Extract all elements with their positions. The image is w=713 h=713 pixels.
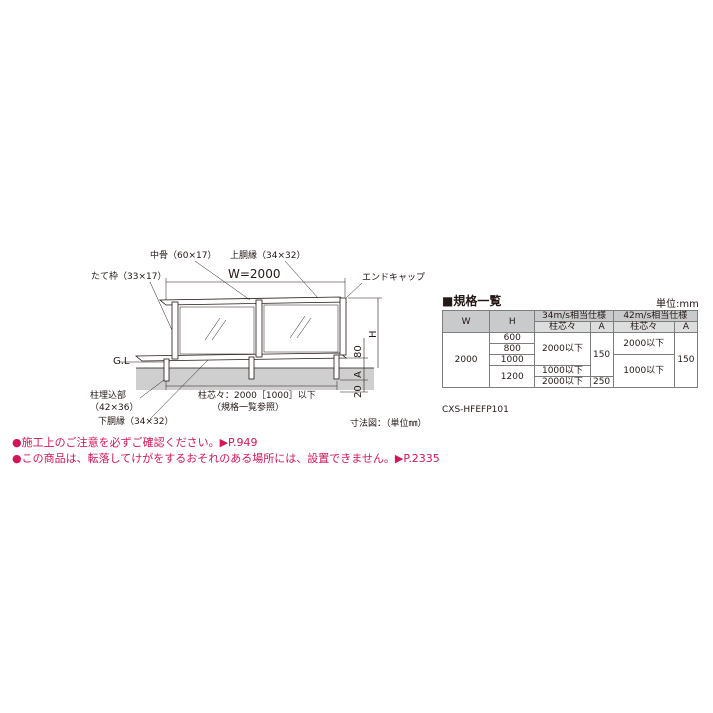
fall-warning-note: ●この商品は、転落してけがをするおそれのある場所には、設置できません。▶P.23… xyxy=(12,452,440,465)
table-cell: 800 xyxy=(489,343,536,355)
table-cell: 柱芯々 xyxy=(612,321,675,333)
leader xyxy=(149,281,173,331)
spec-table-unit: 単位:mm xyxy=(656,299,699,310)
post-size-label: （42×36） xyxy=(90,402,138,413)
right-frame xyxy=(339,297,347,356)
end-cap-label: エンドキャップ xyxy=(362,272,425,283)
leader xyxy=(149,359,209,420)
table-cell: A xyxy=(589,321,614,333)
table-row: 1000 1000以下 xyxy=(443,354,698,388)
table-cell: 150 xyxy=(673,332,699,388)
table-cell: 2000以下 xyxy=(534,376,591,388)
post xyxy=(248,356,255,380)
glass-reflection xyxy=(211,319,227,341)
caution-note: ●施工上のご注意を必ずご確認ください。▶P.949 xyxy=(12,436,258,449)
table-cell: 150 xyxy=(589,332,614,377)
dim-a-label: A xyxy=(353,371,364,378)
glass-reflection xyxy=(289,315,306,339)
table-cell: 1000 xyxy=(489,354,536,366)
product-code: CXS-HFEFP101 xyxy=(442,405,509,415)
naka-label: 中骨（60×17） xyxy=(150,249,216,261)
height-label: H xyxy=(368,330,379,338)
middle-frame xyxy=(255,299,263,358)
leader xyxy=(284,260,319,299)
spec-table: W H 34m/s相当仕様 42m/s相当仕様 柱芯々 A 柱芯々 A 2000… xyxy=(441,310,699,388)
glass-panel-right xyxy=(263,304,339,353)
unit-note: 寸法図：（単位㎜） xyxy=(350,417,427,429)
table-cell: 2000以下 xyxy=(612,332,675,355)
pitch-label: 柱芯々：2000［1000］以下 xyxy=(198,389,316,401)
left-frame xyxy=(171,301,179,360)
post xyxy=(333,354,340,380)
ground-band xyxy=(136,368,374,390)
table-cell: 42m/s相当仕様 xyxy=(612,310,699,322)
post-embed-label: 柱埋込部 xyxy=(90,389,126,401)
post xyxy=(163,358,170,382)
table-row: W H 34m/s相当仕様 42m/s相当仕様 xyxy=(441,310,699,333)
table-cell: 2000以下 xyxy=(534,332,591,366)
pitch-ref-label: （規格一覧参照） xyxy=(212,401,284,413)
table-cell: 1200 xyxy=(489,365,536,388)
dim-20-label: 20 xyxy=(353,385,364,398)
table-cell: 柱芯々 xyxy=(534,321,591,333)
leader xyxy=(194,260,251,301)
table-cell: A xyxy=(673,321,699,333)
width-label: W=2000 xyxy=(228,267,280,281)
spec-table-title: ■規格一覧 xyxy=(442,294,502,308)
table-cell: 2000 xyxy=(441,332,491,388)
table-cell: 34m/s相当仕様 xyxy=(534,310,614,322)
dim-80-label: 80 xyxy=(353,345,364,358)
gl-label: G.L xyxy=(113,356,130,367)
table-row: 2000以下 250 xyxy=(443,376,698,388)
table-row: 柱芯々 A 柱芯々 A xyxy=(443,321,699,333)
glass-panel-left xyxy=(179,306,255,355)
top-rail-shape xyxy=(158,296,348,306)
table-cell: W xyxy=(441,310,491,333)
table-row: 1200 1000以下 xyxy=(443,365,698,388)
table-cell: H xyxy=(489,310,536,333)
tate-label: たて枠（33×17） xyxy=(91,270,166,282)
table-cell: 1000以下 xyxy=(612,354,675,388)
top-rail-label: 上胴縁（34×32） xyxy=(230,249,305,261)
glass-reflection xyxy=(296,317,312,339)
table-cell: 600 xyxy=(489,332,536,344)
table-row: 2000 600 2000以下 150 2000以下 150 xyxy=(441,332,699,388)
table-cell: 250 xyxy=(589,376,614,388)
leader xyxy=(139,379,165,399)
table-cell: 1000以下 xyxy=(534,365,591,377)
leader xyxy=(345,282,363,299)
glass-reflection xyxy=(204,317,221,341)
bottom-rail-label: 下胴縁（34×32） xyxy=(98,415,173,427)
